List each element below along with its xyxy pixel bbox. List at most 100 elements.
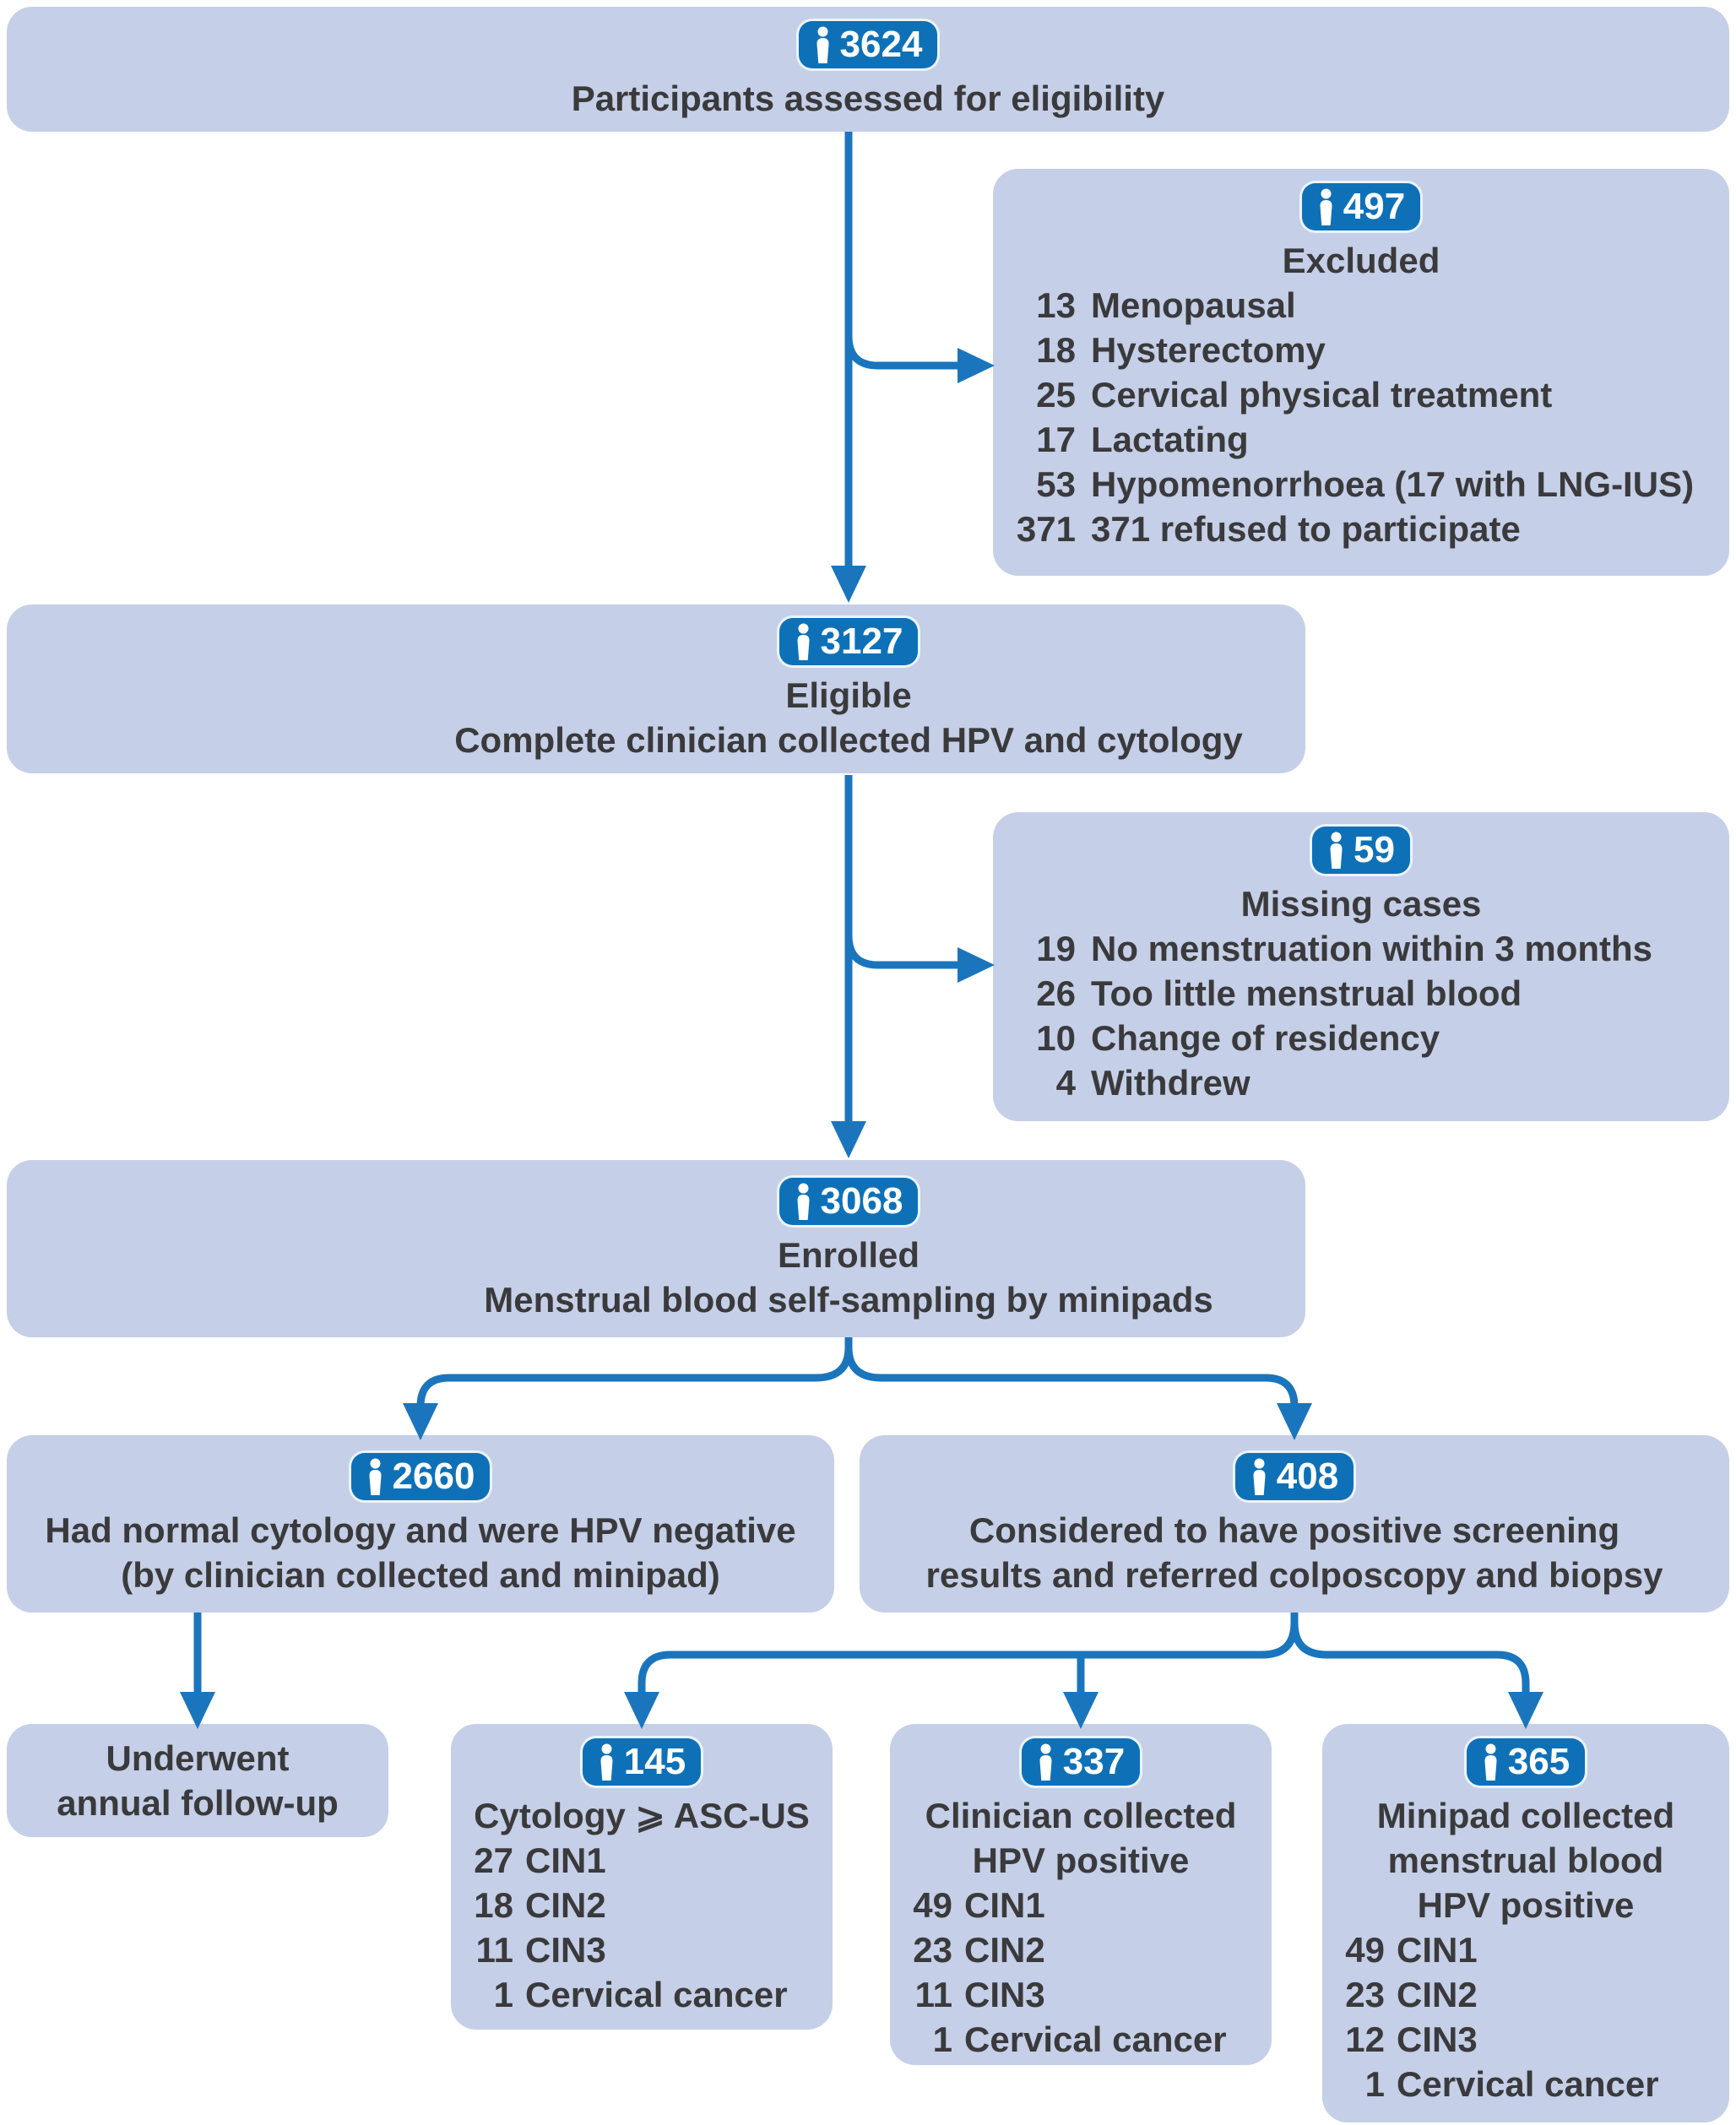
badge-count: 3624	[839, 23, 923, 65]
item-label: Cervical cancer	[964, 2019, 1227, 2059]
item-count: 17	[1036, 420, 1076, 459]
count-badge: 3127	[776, 615, 921, 668]
node-minipad-hpv-positive: 365 Minipad collected menstrual blood HP…	[1322, 1724, 1729, 2122]
badge-count: 497	[1343, 186, 1406, 227]
item-count: 27	[474, 1840, 513, 1880]
connector-positive-minipad	[1290, 1613, 1530, 1699]
item-count: 49	[913, 1885, 952, 1925]
count-badge: 2660	[348, 1450, 493, 1503]
node-subtitle: menstrual blood	[1387, 1840, 1664, 1880]
count-badge: 59	[1310, 824, 1413, 876]
count-badge: 3624	[795, 18, 941, 71]
node-title: Considered to have positive screening	[968, 1510, 1620, 1550]
node-title: Participants assessed for eligibility	[571, 78, 1165, 118]
item-count: 1	[932, 2019, 952, 2059]
item-count: 49	[1345, 1930, 1385, 1970]
node-subtitle: Menstrual blood self-sampling by minipad…	[484, 1280, 1213, 1320]
item-count: 12	[1345, 2019, 1385, 2059]
badge-count: 2660	[392, 1456, 475, 1497]
item-label: CIN2	[964, 1930, 1045, 1970]
badge-count: 145	[623, 1741, 686, 1782]
item-label: CIN2	[1397, 1975, 1478, 2014]
item-label: Hypomenorrhoea (17 with LNG-IUS)	[1091, 464, 1695, 504]
person-icon	[1320, 188, 1332, 225]
item-count: 4	[1055, 1063, 1076, 1103]
count-badge: 408	[1232, 1450, 1357, 1503]
badge-count: 59	[1354, 829, 1395, 870]
item-count: 25	[1036, 375, 1076, 415]
item-label: Hysterectomy	[1091, 330, 1326, 370]
arrowhead-right-icon	[958, 348, 995, 383]
person-icon	[797, 1183, 810, 1220]
item-label: 371 refused to participate	[1091, 509, 1521, 549]
node-title: Cytology ⩾ ASC-US	[474, 1796, 810, 1835]
node-title: Enrolled	[777, 1235, 920, 1275]
arrowhead-down-icon	[831, 566, 866, 603]
person-icon	[797, 623, 810, 660]
count-badge: 145	[579, 1736, 704, 1788]
node-enrolled: 3068 Enrolled Menstrual blood self-sampl…	[7, 1160, 1305, 1337]
item-count: 53	[1036, 464, 1076, 504]
person-icon	[1330, 832, 1343, 869]
node-annual-followup: Underwent annual follow-up	[7, 1724, 388, 1837]
item-count: 1	[493, 1975, 513, 2014]
item-count: 11	[914, 1975, 952, 2014]
node-title: Minipad collected	[1376, 1796, 1675, 1835]
badge-count: 408	[1276, 1456, 1339, 1497]
node-screen-positive: 408 Considered to have positive screenin…	[860, 1435, 1729, 1613]
item-label: Cervical cancer	[525, 1975, 788, 2014]
connector-positive-cytology	[637, 1613, 1299, 1699]
node-title: Clinician collected	[925, 1796, 1237, 1835]
item-label: CIN1	[964, 1885, 1045, 1925]
count-badge: 337	[1018, 1736, 1143, 1788]
connector-enrolled-positive	[844, 1337, 1299, 1410]
item-count: 23	[1345, 1975, 1385, 2014]
node-subtitle: annual follow-up	[57, 1783, 339, 1823]
node-title: Had normal cytology and were HPV negativ…	[45, 1510, 796, 1550]
item-count: 10	[1036, 1018, 1076, 1058]
count-badge: 497	[1299, 181, 1424, 233]
person-icon	[1253, 1458, 1266, 1495]
node-subtitle: (by clinician collected and minipad)	[121, 1555, 720, 1595]
item-label: Change of residency	[1091, 1018, 1440, 1058]
node-missing-cases: 59 Missing cases 19 No menstruation withi…	[993, 812, 1729, 1121]
count-badge: 3068	[776, 1175, 921, 1228]
node-subtitle: HPV positive	[972, 1840, 1190, 1880]
count-badge: 365	[1463, 1736, 1588, 1788]
item-label: Cervical physical treatment	[1091, 375, 1553, 415]
item-label: Lactating	[1091, 420, 1249, 459]
item-label: Withdrew	[1091, 1063, 1250, 1103]
item-count: 371	[1016, 509, 1076, 549]
person-icon	[369, 1458, 382, 1495]
arrowhead-down-icon	[831, 1121, 866, 1158]
item-label: CIN1	[525, 1840, 606, 1880]
item-label: No menstruation within 3 months	[1091, 929, 1653, 968]
node-title: Excluded	[1282, 241, 1440, 280]
node-subtitle: HPV positive	[1417, 1885, 1635, 1925]
node-title: Underwent	[106, 1738, 290, 1778]
item-count: 18	[474, 1885, 513, 1925]
badge-count: 365	[1507, 1741, 1571, 1782]
item-count: 1	[1364, 2064, 1385, 2104]
node-subtitle: results and referred colposcopy and biop…	[925, 1555, 1663, 1595]
node-title: Missing cases	[1240, 884, 1482, 924]
badge-count: 3127	[820, 621, 903, 662]
item-count: 18	[1036, 330, 1076, 370]
badge-count: 337	[1062, 1741, 1126, 1782]
connector-branch-excluded	[844, 335, 961, 370]
person-icon	[1484, 1743, 1497, 1781]
connector-enrolled-negative	[416, 1337, 853, 1410]
item-label: Cervical cancer	[1397, 2064, 1659, 2104]
item-label: Menopausal	[1091, 285, 1296, 325]
item-count: 26	[1036, 973, 1076, 1013]
item-count: 19	[1036, 929, 1076, 968]
person-icon	[600, 1743, 613, 1781]
